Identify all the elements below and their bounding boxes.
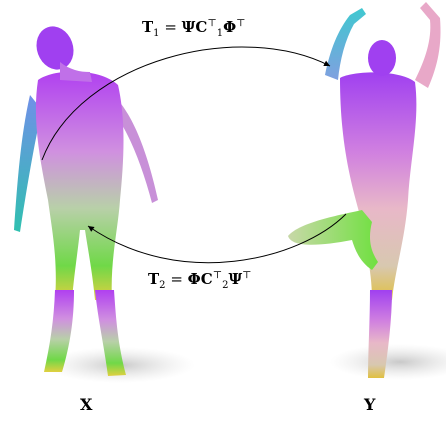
equation-t2: T2 = ΦC⊤2Ψ⊤ <box>148 270 252 291</box>
shadow-y <box>330 344 446 380</box>
label-y: Y <box>364 395 376 414</box>
shape-x <box>14 26 158 376</box>
arrow-t1 <box>41 46 331 161</box>
shape-y <box>288 2 441 378</box>
equation-t1: T1 = ΨC⊤1Φ⊤ <box>142 18 246 39</box>
arrow-t2 <box>87 213 347 264</box>
label-x: X <box>80 395 93 414</box>
